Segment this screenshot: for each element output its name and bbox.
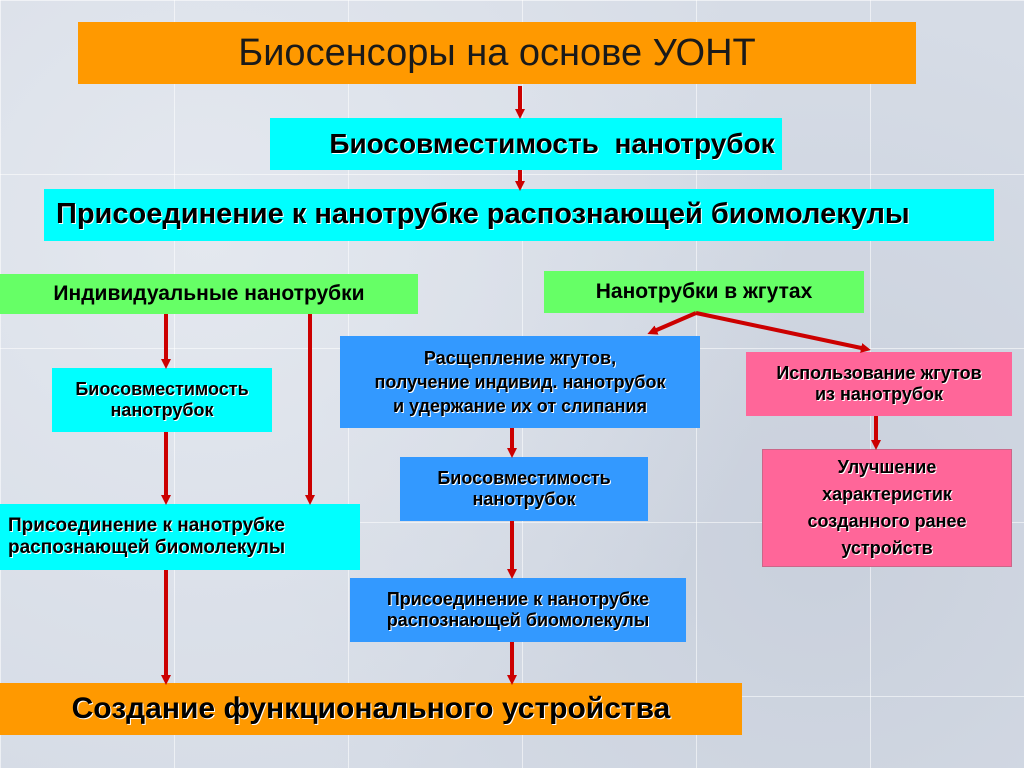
split-bundles-line2: получение индивид. нанотрубок (374, 372, 666, 392)
left-biocompat-box: Биосовместимость нанотрубок (52, 368, 272, 432)
arrow-bundles-to-split (647, 311, 697, 335)
individual-nanotubes-label: Индивидуальные нанотрубки (53, 282, 365, 305)
title-box: Биосенсоры на основе УОНТ (78, 22, 916, 84)
bundle-use-box: Использование жгутов из нанотрубок (746, 352, 1012, 416)
right-biocompat-box: Биосовместимость нанотрубок (400, 457, 648, 521)
split-bundles-line1: Расщепление жгутов, (423, 348, 617, 368)
bundle-use-line1: Использование жгутов (776, 363, 982, 383)
improve-line1: Улучшение (837, 457, 937, 477)
page-title: Биосенсоры на основе УОНТ (238, 31, 756, 74)
individual-nanotubes-box: Индивидуальные нанотрубки (0, 274, 418, 314)
right-attach-line2: распознающей биомолекулы (386, 610, 650, 630)
improve-line2: характеристик (822, 484, 952, 504)
bundle-use-line2: из нанотрубок (814, 384, 944, 404)
bundled-nanotubes-box: Нанотрубки в жгутах (544, 271, 864, 313)
improve-line3: созданного ранее (807, 511, 967, 531)
left-biocompat-line2: нанотрубок (110, 400, 214, 420)
improve-line4: устройств (841, 538, 933, 558)
result-box: Создание функционального устройства (0, 683, 742, 735)
result-label: Создание функционального устройства (71, 692, 671, 725)
bundled-nanotubes-label: Нанотрубки в жгутах (595, 280, 813, 303)
left-biocompat-line1: Биосовместимость (75, 379, 249, 399)
top-attach-box (44, 189, 994, 241)
split-bundles-box: Расщепление жгутов, получение индивид. н… (340, 336, 700, 428)
split-bundles-line3: и удержание их от слипания (392, 396, 648, 416)
arrow-bundles-to-use (695, 311, 871, 353)
top-biocompat-label: Биосовместимость нанотрубок (329, 128, 775, 159)
right-attach-box: Присоединение к нанотрубке распознающей … (350, 578, 686, 642)
top-attach-clip: Присоединение к нанотрубке распознающей … (44, 189, 1024, 241)
left-attach-line2: распознающей биомолекулы (8, 537, 286, 558)
left-attach-box: Присоединение к нанотрубке распознающей … (0, 504, 360, 570)
right-biocompat-line1: Биосовместимость (437, 468, 611, 488)
left-attach-line1: Присоединение к нанотрубке (8, 515, 285, 536)
right-biocompat-line2: нанотрубок (472, 489, 576, 509)
right-attach-line1: Присоединение к нанотрубке (386, 589, 650, 609)
top-biocompat-box: Биосовместимость нанотрубок (270, 118, 782, 170)
improve-box: Улучшение характеристик созданного ранее… (762, 449, 1012, 567)
top-attach-label: Присоединение к нанотрубке распознающей … (56, 198, 910, 230)
